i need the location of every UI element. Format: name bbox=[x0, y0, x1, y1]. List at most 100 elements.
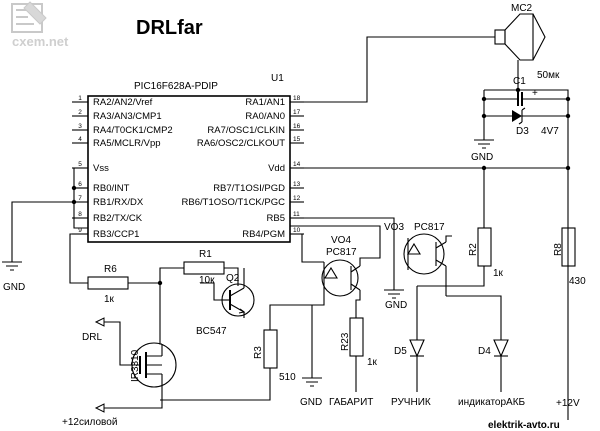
optocoupler-vo4: VO4 PC817 bbox=[321, 235, 361, 297]
c1-label: C1 bbox=[513, 76, 526, 87]
resistor-r2: R2 1к bbox=[468, 227, 504, 279]
optocoupler-vo3: VO3 PC817 bbox=[384, 222, 447, 275]
d5-label: D5 bbox=[394, 346, 407, 357]
gnd-left-label: GND bbox=[3, 282, 25, 293]
ic-pin-number: 6 bbox=[78, 181, 82, 188]
ic-pin-name: RA6/OSC2/CLKOUT bbox=[197, 138, 285, 149]
r2-label: R2 bbox=[468, 243, 479, 256]
ic-pin-number: 16 bbox=[293, 123, 301, 130]
ic-pin-number: 8 bbox=[78, 211, 82, 218]
r1-value: 10к bbox=[199, 275, 215, 286]
c1-value: 50мк bbox=[537, 70, 560, 81]
ic-pin-name: RA1/AN1 bbox=[245, 97, 285, 108]
svg-text:+: + bbox=[532, 88, 538, 99]
ic-pin-number: 11 bbox=[293, 211, 300, 218]
r6-label: R6 bbox=[104, 264, 117, 275]
resistor-r6: R6 1к bbox=[87, 264, 129, 305]
gnd-top-label: GND bbox=[471, 152, 493, 163]
indicator-label: индикаторАКБ bbox=[458, 397, 526, 408]
ground-symbol-vo3: GND bbox=[384, 289, 407, 311]
ic-pin-12: 12 RB6/T1OSO/T1CK/PGC bbox=[182, 195, 304, 208]
ic-pin-13: 13 RB7/T1OSI/PGD bbox=[213, 181, 304, 194]
ic-pin-number: 1 bbox=[78, 95, 82, 102]
ic-part-label: PIC16F628A-PDIP bbox=[134, 81, 218, 92]
ic-pin-name: Vdd bbox=[268, 163, 285, 174]
ic-pin-name: RA0/AN0 bbox=[245, 111, 285, 122]
r3-value: 510 bbox=[279, 372, 296, 383]
mosfet-ir3310: IR3310 bbox=[130, 342, 177, 398]
vo3-label: VO3 bbox=[384, 222, 404, 233]
r23-label: R23 bbox=[340, 332, 351, 351]
r8-label: R8 bbox=[553, 243, 564, 256]
mc2-label: MC2 bbox=[511, 3, 533, 14]
ic-pin-number: 9 bbox=[78, 227, 82, 234]
ic-pin-16: 16 RA7/OSC1/CLKIN bbox=[207, 123, 304, 136]
ic-pin-number: 7 bbox=[78, 195, 82, 202]
ic-pin-name: RA3/AN3/CMP1 bbox=[93, 111, 162, 122]
wire-plus12-rail bbox=[484, 89, 569, 420]
ic-pin-name: RB0/INT bbox=[93, 183, 130, 194]
ic-pin-number: 14 bbox=[293, 161, 301, 168]
ground-symbol-bottom: GND bbox=[300, 377, 322, 408]
resistor-r8: R8 430 bbox=[553, 227, 586, 287]
resistor-r1: R1 10к bbox=[183, 249, 225, 286]
ic-pin-name: RB4/PGM bbox=[242, 229, 285, 240]
ruchnik-label: РУЧНИК bbox=[391, 397, 431, 408]
capacitor-c1: + C1 50мк bbox=[484, 70, 568, 106]
plus12-power-label: +12силовой bbox=[62, 417, 117, 428]
ground-symbol-top: GND bbox=[471, 139, 494, 163]
ic-pin-name: RA2/AN2/Vref bbox=[93, 97, 153, 108]
ic-pin-name: RB2/TX/CK bbox=[93, 213, 143, 224]
resistor-r3: R3 510 bbox=[253, 329, 296, 383]
vo4-label: VO4 bbox=[331, 235, 351, 246]
ic-pin-8: 8 RB2/TX/CK bbox=[72, 211, 143, 224]
ic-pin-number: 12 bbox=[293, 195, 301, 202]
ic-pin-name: RA7/OSC1/CLKIN bbox=[207, 125, 285, 136]
ic-pin-number: 13 bbox=[293, 181, 301, 188]
watermark-text: cxem.net bbox=[12, 34, 69, 49]
ic-pin-name: RA5/MCLR/Vpp bbox=[93, 138, 161, 149]
vo3-type: PC817 bbox=[414, 222, 445, 233]
gabarit-label: ГАБАРИТ bbox=[329, 397, 373, 408]
ic-pin-number: 17 bbox=[293, 109, 301, 116]
q2-label: Q2 bbox=[226, 273, 240, 284]
d3-label: D3 bbox=[516, 126, 529, 137]
ic-pin-name: RB6/T1OSO/T1CK/PGC bbox=[182, 197, 286, 208]
ic-pin-number: 4 bbox=[78, 136, 82, 143]
ic-pin-17: 17 RA0/AN0 bbox=[245, 109, 304, 122]
r23-value: 1к bbox=[367, 357, 378, 368]
zener-diode-d3: D3 4V7 bbox=[484, 107, 568, 137]
buzzer-mc2: MC2 bbox=[494, 3, 546, 61]
ic-pin-15: 15 RA6/OSC2/CLKOUT bbox=[197, 136, 304, 149]
diode-d4: D4 bbox=[478, 339, 509, 358]
d4-label: D4 bbox=[478, 346, 491, 357]
q2-type: BC547 bbox=[196, 326, 227, 337]
gnd-bottom-label: GND bbox=[300, 397, 322, 408]
ground-symbol-left: GND bbox=[2, 261, 25, 293]
site-label: elektrik-avto.ru bbox=[488, 420, 560, 431]
r3-label: R3 bbox=[253, 346, 264, 359]
plus12-label: +12V bbox=[556, 398, 580, 409]
ic-pin-number: 18 bbox=[293, 95, 301, 102]
r2-value: 1к bbox=[493, 268, 504, 279]
ic-pin-number: 15 bbox=[293, 136, 301, 143]
mosfet-label: IR3310 bbox=[130, 349, 141, 382]
ic-pin-number: 10 bbox=[293, 227, 301, 234]
watermark-logo: cxem.net bbox=[11, 1, 69, 49]
r1-label: R1 bbox=[199, 249, 212, 260]
ic-pin-name: RB1/RX/DX bbox=[93, 197, 144, 208]
ic-right-pins: 18 RA1/AN1 17 RA0/AN0 16 RA7/OSC1/CLKIN 15 RA6/… bbox=[182, 95, 304, 240]
ic-pin-name: RB7/T1OSI/PGD bbox=[213, 183, 285, 194]
ic-ref-label: U1 bbox=[271, 73, 284, 84]
gnd-vo3-label: GND bbox=[385, 300, 407, 311]
ic-pin-name: RB3/CCP1 bbox=[93, 229, 139, 240]
r6-value: 1к bbox=[104, 294, 115, 305]
r8-value: 430 bbox=[569, 276, 586, 287]
ic-pin-name: Vss bbox=[93, 163, 109, 174]
wire-ra1-speaker bbox=[290, 36, 495, 103]
